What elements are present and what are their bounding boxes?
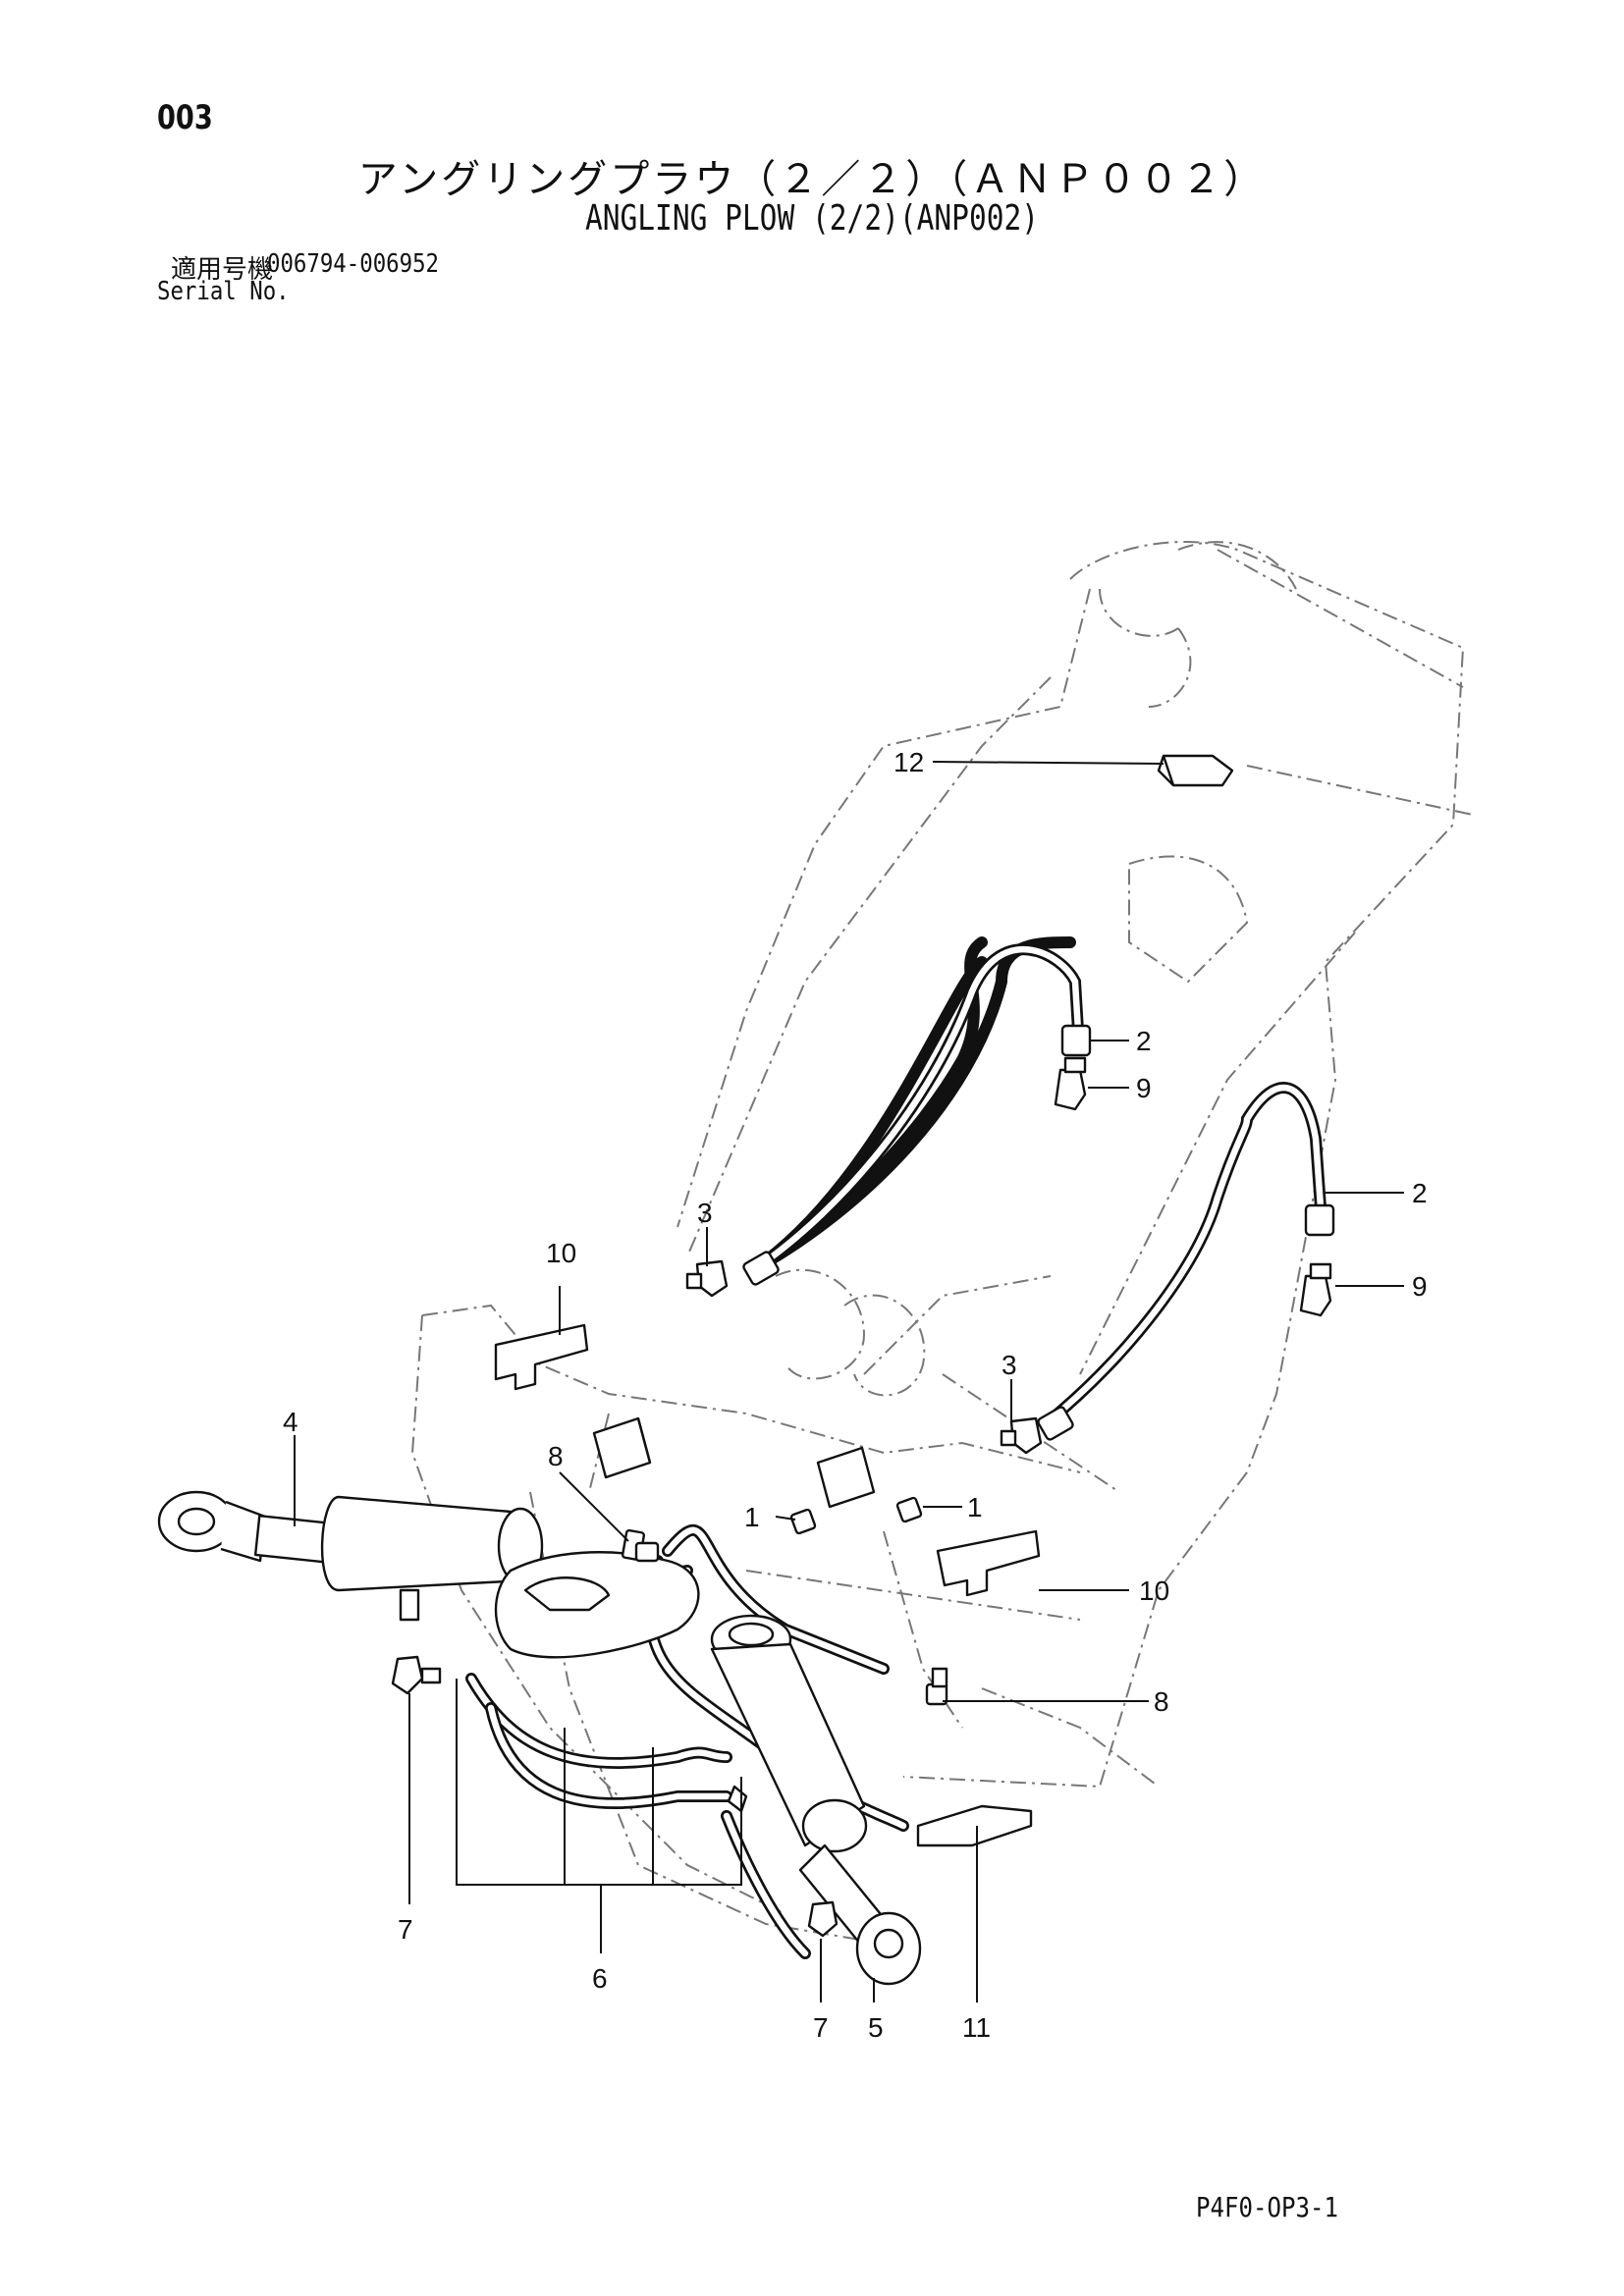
callout-7-left: 7 xyxy=(398,1914,413,1945)
plug-1-left xyxy=(789,1508,817,1535)
page-title-english: ANGLING PLOW (2/2)(ANP002) xyxy=(584,198,1040,239)
callout-5: 5 xyxy=(868,2012,884,2043)
callout-4: 4 xyxy=(283,1407,298,1437)
valve-block-upper xyxy=(592,1416,652,1479)
callout-9-upper: 9 xyxy=(1136,1073,1152,1103)
elbow-9-upper xyxy=(1054,1056,1087,1111)
adapter-8-upper xyxy=(621,1528,660,1563)
bracket-10-upper xyxy=(494,1323,589,1391)
drawing-code: P4F0-OP3-1 xyxy=(1196,2191,1338,2223)
wedge-block-11 xyxy=(916,1804,1033,1847)
wear-pad-12 xyxy=(1157,754,1234,787)
callout-8-upper: 8 xyxy=(548,1441,564,1471)
valve-block-middle xyxy=(816,1446,876,1509)
plug-1-right xyxy=(895,1496,923,1523)
callout-9-lower: 9 xyxy=(1412,1271,1428,1302)
mounting-plate xyxy=(494,1551,700,1659)
callout-1-left: 1 xyxy=(744,1502,760,1532)
callout-labels: 12 2 9 2 9 3 10 3 4 8 1 1 10 8 7 6 7 5 1… xyxy=(283,747,1428,2043)
elbow-7-right xyxy=(807,1900,839,1938)
callout-1-right: 1 xyxy=(967,1492,983,1522)
cylinder-5 xyxy=(710,1614,922,1986)
callout-6: 6 xyxy=(592,1963,608,1994)
callout-10-upper: 10 xyxy=(546,1238,576,1268)
hose-fittings xyxy=(742,1024,1335,1441)
callout-2-lower: 2 xyxy=(1412,1178,1428,1208)
adapter-8-lower xyxy=(925,1667,948,1706)
callout-2-upper: 2 xyxy=(1136,1026,1152,1056)
callout-3-left: 3 xyxy=(697,1198,713,1228)
hose-upper-left xyxy=(750,936,1084,1274)
serial-label-english: Serial No. xyxy=(157,277,290,306)
callout-8-lower: 8 xyxy=(1154,1686,1169,1717)
bracket-10-lower xyxy=(936,1529,1041,1597)
callout-10-lower: 10 xyxy=(1139,1575,1169,1606)
elbow-3-right xyxy=(1000,1416,1043,1455)
serial-number-range: 006794-006952 xyxy=(267,249,440,279)
serial-label-japanese: 適用号機 xyxy=(171,255,274,285)
elbow-3-left xyxy=(685,1259,729,1298)
callout-leaders xyxy=(294,761,1404,2002)
callout-7-right: 7 xyxy=(813,2012,829,2043)
elbow-7-left xyxy=(391,1655,442,1695)
hose-upper-right xyxy=(1043,1082,1326,1427)
page-number: 003 xyxy=(157,98,213,137)
elbow-9-lower xyxy=(1299,1262,1332,1317)
callout-12: 12 xyxy=(893,747,924,777)
callout-3-right: 3 xyxy=(1001,1350,1017,1380)
callout-11: 11 xyxy=(962,2012,991,2043)
cylinder-4 xyxy=(157,1490,544,1622)
page-title-japanese: アングリングプラウ（２／２）（ＡＮＰ００２） xyxy=(357,157,1267,202)
